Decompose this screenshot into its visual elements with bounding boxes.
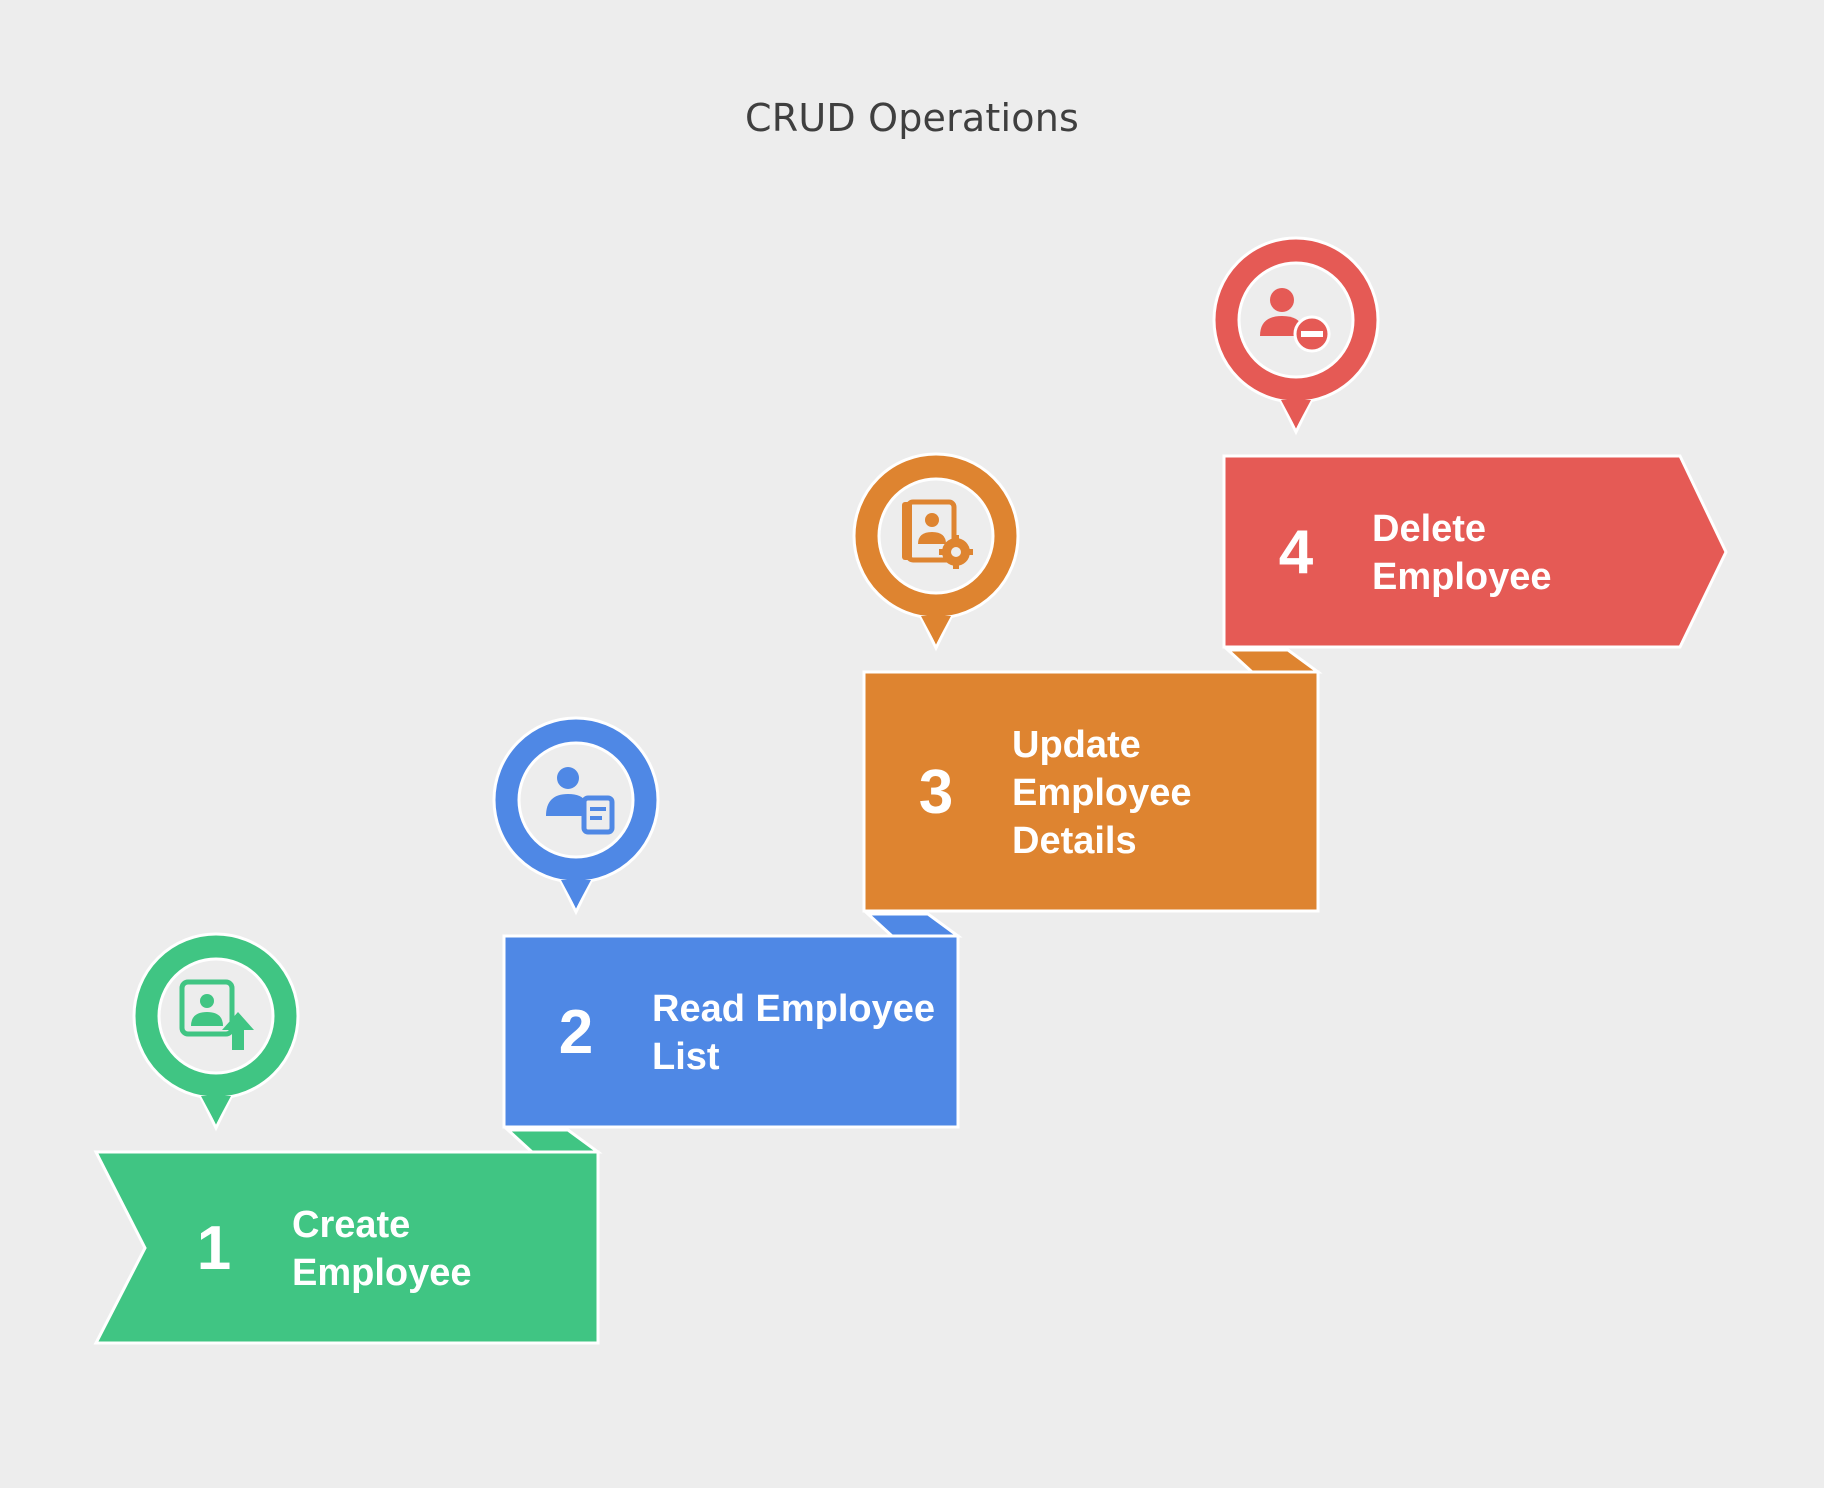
pin-marker-3 — [852, 452, 1020, 652]
step-number-1: 1 — [196, 1214, 232, 1283]
step-label-3: Update Employee Details — [1012, 721, 1192, 865]
step-label-4: Delete Employee — [1372, 505, 1552, 601]
step-block-4 — [1222, 454, 1728, 649]
user-list-icon — [546, 767, 615, 835]
step-number-2: 2 — [558, 998, 594, 1067]
user-upload-icon — [179, 979, 254, 1050]
step-block-2 — [502, 934, 960, 1129]
step-label-3-line-1: Update — [1012, 724, 1141, 766]
step-label-3-line-3: Details — [1012, 820, 1137, 862]
pin-marker-1 — [132, 932, 300, 1132]
connector-tab-1 — [504, 1128, 603, 1154]
step-block-1 — [93, 1150, 600, 1345]
diagram-title: CRUD Operations — [745, 96, 1079, 140]
step-label-1-line-1: Create — [292, 1204, 411, 1246]
step-label-3-line-2: Employee — [1012, 772, 1192, 814]
step-label-4-line-2: Employee — [1372, 556, 1552, 598]
connector-tab-3 — [1224, 648, 1323, 674]
user-remove-icon — [1260, 288, 1331, 353]
step-label-1-line-2: Employee — [292, 1252, 472, 1294]
user-settings-icon — [902, 499, 973, 569]
connector-tab-2 — [864, 912, 963, 938]
step-label-4-line-1: Delete — [1372, 508, 1487, 550]
step-label-1: Create Employee — [292, 1201, 472, 1297]
step-block-3 — [862, 670, 1320, 913]
step-number-4: 4 — [1278, 518, 1314, 587]
step-label-2-line-2: List — [652, 1036, 720, 1078]
step-label-2-line-1: Read Employee — [652, 988, 935, 1030]
step-number-3: 3 — [918, 758, 954, 827]
step-label-2: Read Employee List — [652, 985, 935, 1081]
